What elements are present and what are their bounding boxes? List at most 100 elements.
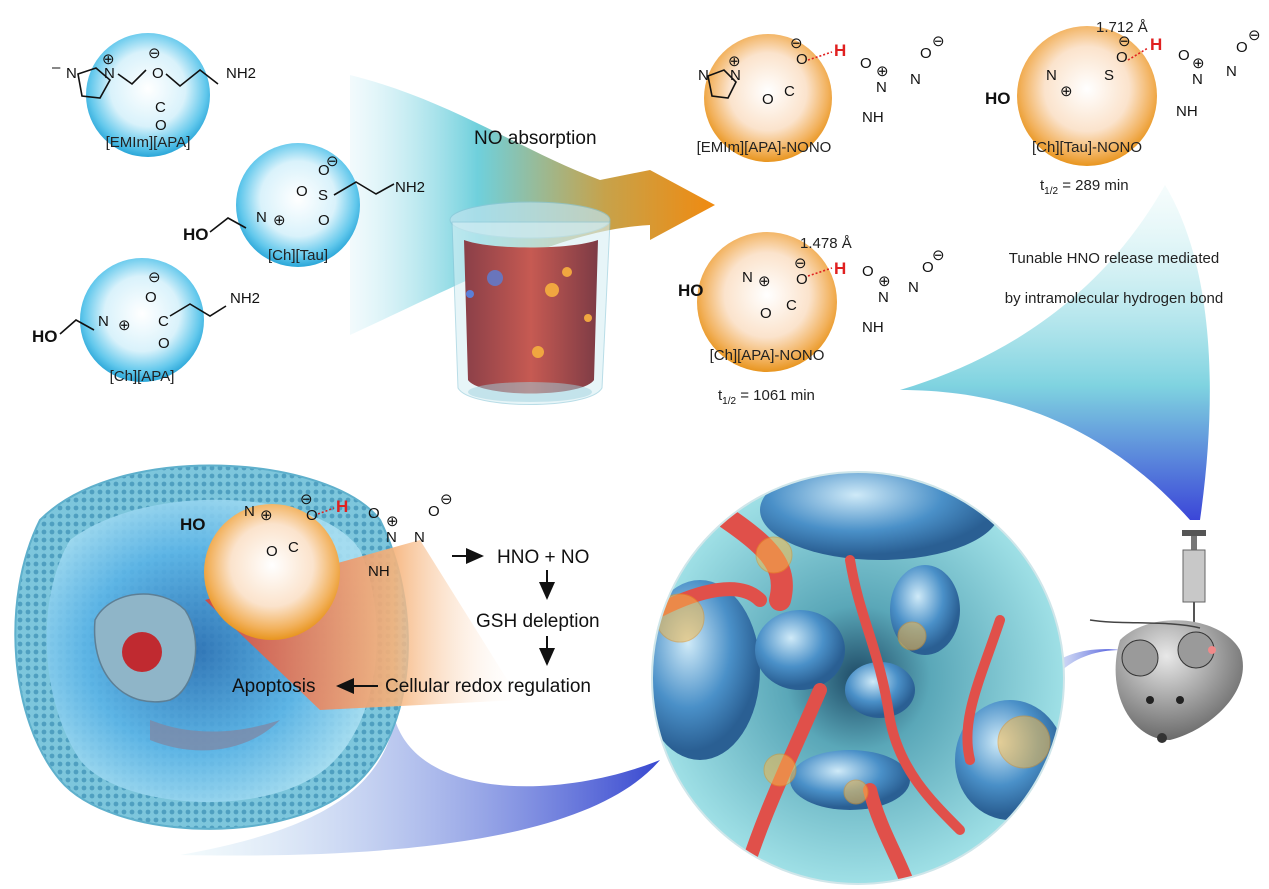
- syringe-stem: [1191, 536, 1197, 550]
- reactant-emim-apa: – N N ⊕ O ⊖ C O NH2 [EMIm][APA]: [52, 33, 256, 157]
- sphere-emim-apa: [86, 33, 210, 157]
- emimn-nh: NH: [862, 109, 884, 126]
- tau-minus: ⊖: [326, 153, 339, 170]
- reactant-ch-tau: HO N ⊕ S O O O ⊖ NH2 [Ch][Tau]: [183, 143, 425, 267]
- taun-nn: N: [1192, 71, 1203, 88]
- emimn-n2: N: [910, 71, 921, 88]
- chapa-ho: HO: [32, 327, 58, 346]
- apan-c: C: [786, 297, 797, 314]
- mechanism-step2: GSH deleption: [476, 611, 600, 632]
- emimn-ono-o: O: [860, 55, 872, 72]
- tissue-to-cell-flow: [180, 720, 660, 856]
- beaker-base: [468, 382, 592, 402]
- label-emim-apa: [EMIm][APA]: [106, 134, 191, 151]
- half-life-tau: t1/2 = 289 min: [1040, 177, 1129, 197]
- mech-h-bond: [317, 507, 335, 515]
- bubble: [584, 314, 592, 322]
- emimn-o2: O: [920, 45, 932, 62]
- chapa-carbonyl-o: O: [158, 335, 170, 352]
- taun-ono-o: O: [1178, 47, 1190, 64]
- apan-o: O: [796, 271, 808, 288]
- half-life-apa-sub: 1/2: [722, 396, 736, 407]
- mech-o: O: [306, 507, 318, 524]
- mech-ho: HO: [180, 515, 206, 534]
- mechanism-step3: Cellular redox regulation: [385, 676, 591, 697]
- emimn-co: O: [762, 91, 774, 108]
- chapa-carbonyl-c: C: [158, 313, 169, 330]
- cell-nucleus: [122, 632, 162, 672]
- label-ch-tau-nono: [Ch][Tau]-NONO: [1032, 139, 1142, 156]
- mouse-eye-left: [1146, 696, 1154, 704]
- emimn-minus: ⊖: [790, 35, 803, 52]
- taun-nn-plus: ⊕: [1192, 55, 1205, 72]
- tau-n-plus: ⊕: [273, 212, 286, 229]
- emim-ring-n1: N: [66, 65, 77, 82]
- emimn-minus2: ⊖: [932, 33, 945, 50]
- mech-c: C: [288, 539, 299, 556]
- emimn-n-plus: ⊕: [876, 63, 889, 80]
- tau-chain: [333, 181, 395, 196]
- nanoparticle: [655, 593, 705, 643]
- nanoparticle: [897, 621, 927, 651]
- nanoparticle: [755, 536, 793, 574]
- emim-carbonyl-c: C: [155, 99, 166, 116]
- apan-nh: NH: [862, 319, 884, 336]
- tumor-cluster: [760, 472, 1000, 560]
- mech-ono-o: O: [368, 505, 380, 522]
- emim-nh2: NH2: [226, 65, 256, 82]
- chapa-n-plus: ⊕: [118, 317, 131, 334]
- tau-n: N: [256, 209, 267, 226]
- half-life-apa-t: t: [718, 387, 723, 404]
- taun-n-plus: ⊕: [1060, 83, 1073, 100]
- release-note-line2: by intramolecular hydrogen bond: [1005, 290, 1223, 307]
- syringe-barrel: [1182, 549, 1206, 603]
- taun-n: N: [1046, 67, 1057, 84]
- apan-h: H: [834, 259, 846, 278]
- bubble: [532, 346, 544, 358]
- tumor-cluster: [755, 610, 845, 690]
- mouse-tail: [1089, 619, 1201, 629]
- nanoparticle: [997, 715, 1051, 769]
- bubble: [466, 290, 474, 298]
- chapa-ethyl: [59, 319, 95, 335]
- apan-co: O: [760, 305, 772, 322]
- mechanism-step1: HNO + NO: [497, 547, 589, 568]
- mouse-eye-right: [1176, 696, 1184, 704]
- tumor-cluster: [790, 750, 910, 810]
- tau-s: S: [318, 187, 328, 204]
- taun-nh: NH: [1176, 103, 1198, 120]
- emim-minus: ⊖: [148, 45, 161, 62]
- emimn-plus: ⊕: [728, 53, 741, 70]
- bubble: [487, 270, 503, 286]
- label-no-absorption: NO absorption: [474, 128, 597, 149]
- apan-n2: N: [908, 279, 919, 296]
- emimn-o: O: [796, 51, 808, 68]
- mechanism-outcome: Apoptosis: [232, 676, 315, 697]
- beaker: [449, 201, 611, 405]
- emim-carbonyl-o: O: [155, 117, 167, 134]
- label-ch-apa-nono: [Ch][APA]-NONO: [710, 347, 825, 364]
- emimn-c: C: [784, 83, 795, 100]
- emimn-ring: [707, 69, 737, 99]
- taun-n2: N: [1226, 63, 1237, 80]
- label-ch-apa: [Ch][APA]: [110, 368, 175, 385]
- mech-n2: N: [414, 529, 425, 546]
- mech-co: O: [266, 543, 278, 560]
- emim-imidazole-ring: [77, 67, 112, 99]
- tau-ho: HO: [183, 225, 209, 244]
- apan-minus2: ⊖: [932, 247, 945, 264]
- mech-nh: NH: [368, 563, 390, 580]
- emim-carboxylate-o: O: [152, 65, 164, 82]
- chapa-minus: ⊖: [148, 269, 161, 286]
- sphere-ch-apa-nono: [697, 232, 837, 372]
- tau-sulfonate-o: O: [296, 183, 308, 200]
- taun-ho: HO: [985, 89, 1011, 108]
- product-emim-nono: N N ⊕ O ⊖ H O N ⊕ N O ⊖ C O NH [EMIm][AP…: [697, 33, 945, 162]
- injection-site: [1208, 646, 1216, 654]
- mech-h: H: [336, 497, 348, 516]
- label-ch-tau: [Ch][Tau]: [268, 247, 328, 264]
- mech-o2: O: [428, 503, 440, 520]
- beaker-liquid: [464, 240, 598, 394]
- emimn-ring-n2: N: [730, 67, 741, 84]
